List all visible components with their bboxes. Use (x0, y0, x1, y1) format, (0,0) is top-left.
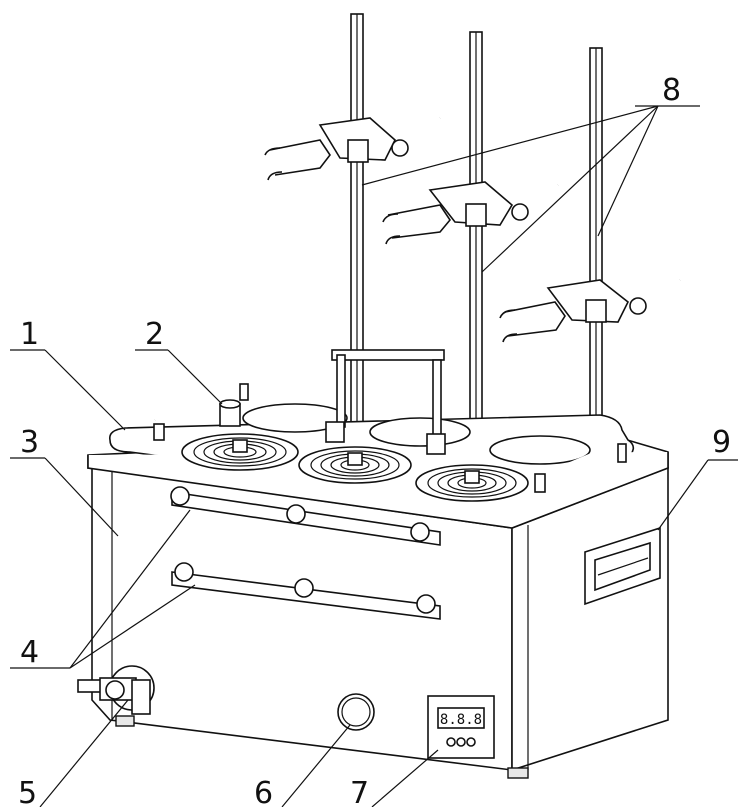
label-7: 7 (350, 776, 369, 807)
label-3: 3 (20, 425, 39, 460)
temperature-controller: 8.8.8 (427, 695, 495, 759)
callout-labels: 1 2 3 4 5 6 7 8 9 (18, 73, 731, 807)
label-2: 2 (145, 317, 164, 352)
controller-readout: 8.8.8 (440, 712, 482, 728)
coil-middle (298, 446, 412, 484)
label-6: 6 (254, 776, 273, 807)
label-4: 4 (20, 635, 39, 670)
opening-back-middle (369, 417, 471, 447)
coil-right (415, 464, 529, 502)
control-knob (337, 693, 375, 731)
clamp-left (264, 115, 441, 181)
opening-back-right (489, 435, 591, 465)
holder-rail-lower (171, 562, 441, 620)
drain-valve (77, 665, 155, 715)
label-9: 9 (712, 425, 731, 460)
leader-lines (10, 105, 738, 807)
support-rods (350, 13, 603, 437)
side-handle (584, 526, 661, 606)
center-bracket (325, 349, 627, 493)
label-1: 1 (20, 317, 39, 352)
coil-left (181, 433, 299, 471)
opening-back-left (242, 403, 348, 433)
heating-coils (181, 433, 529, 502)
label-8: 8 (662, 73, 681, 108)
clamp-right (499, 277, 681, 343)
basin-openings (242, 403, 591, 465)
holder-rail-upper (170, 486, 441, 546)
label-5: 5 (18, 776, 37, 807)
sensor-holder (153, 382, 249, 441)
clamp-middle (382, 181, 559, 245)
